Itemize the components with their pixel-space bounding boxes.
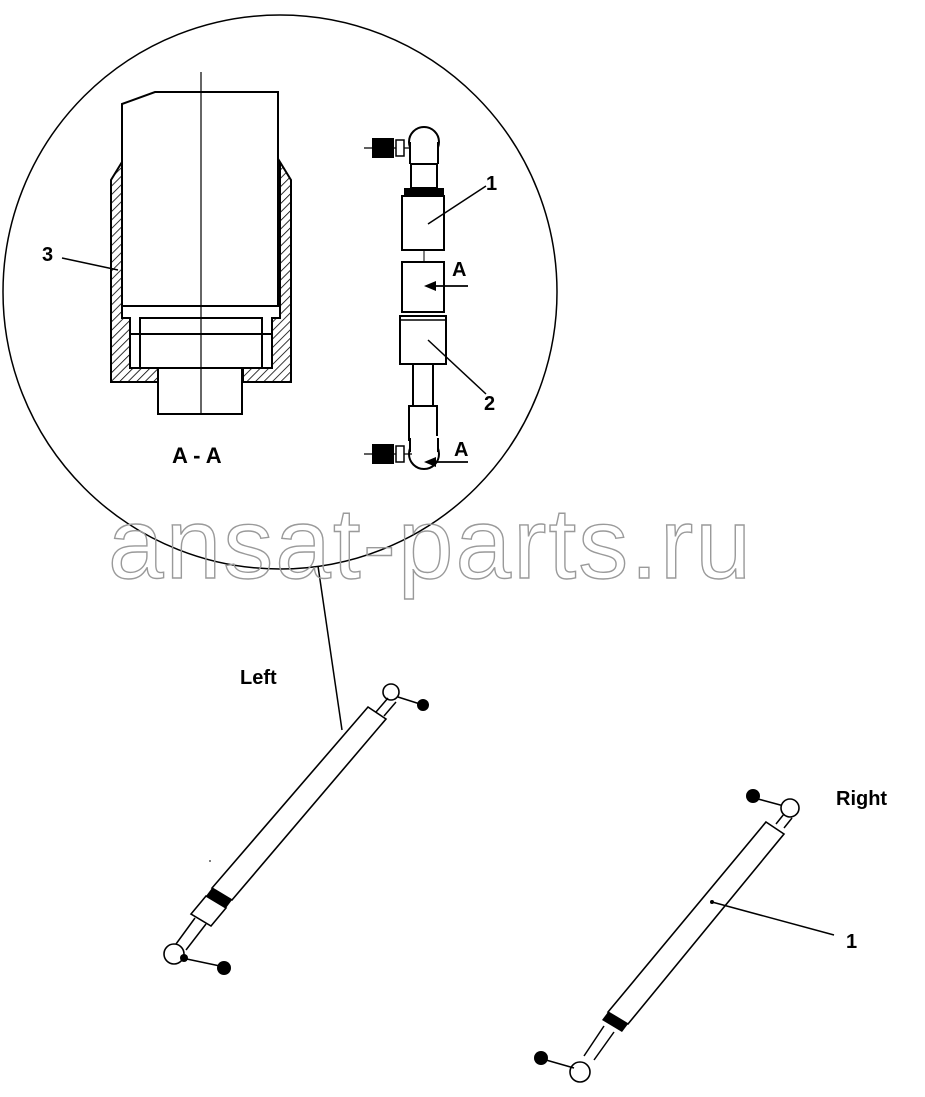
nut-icon <box>180 954 188 962</box>
detail-cylinder-middle <box>401 261 445 313</box>
watermark: ansat-parts.ru <box>108 488 753 600</box>
callout-2-detail: 2 <box>484 393 495 415</box>
housing-wall-right <box>242 158 292 383</box>
nut-icon <box>364 138 412 158</box>
section-arrow-a-upper: A <box>452 259 466 281</box>
ball-joint-icon <box>163 943 185 965</box>
right-strut-tube <box>606 820 786 1026</box>
ball-joint-icon <box>382 683 400 701</box>
nut-icon <box>364 444 412 464</box>
left-strut-tube <box>210 705 388 902</box>
detail-strut: 1 2 A A <box>364 126 497 470</box>
nut-icon <box>217 961 231 975</box>
piston-body <box>121 91 279 307</box>
detail-cylinder-upper <box>401 195 445 251</box>
ball-joint-icon <box>569 1061 591 1083</box>
nut-icon <box>746 789 760 803</box>
detail-circle <box>2 14 558 570</box>
left-strut-sleeve <box>189 894 228 928</box>
ball-joint-icon <box>780 798 800 818</box>
callout-3: 3 <box>42 244 53 266</box>
callout-1-right: 1 <box>846 931 857 953</box>
right-strut: Right 1 <box>534 788 887 1083</box>
callout-1-detail: 1 <box>486 173 497 195</box>
section-arrow-a-lower: A <box>454 439 468 461</box>
nut-icon <box>534 1051 548 1065</box>
detail-leader-line <box>317 565 343 731</box>
nut-icon <box>417 699 429 711</box>
left-strut: Left <box>163 667 429 975</box>
section-label: A - A <box>172 443 222 468</box>
piston-rod <box>157 367 243 415</box>
detail-end-sleeve <box>399 315 447 365</box>
left-label: Left <box>240 667 277 689</box>
right-label: Right <box>836 788 887 810</box>
section-view: 3 A - A <box>42 72 292 468</box>
